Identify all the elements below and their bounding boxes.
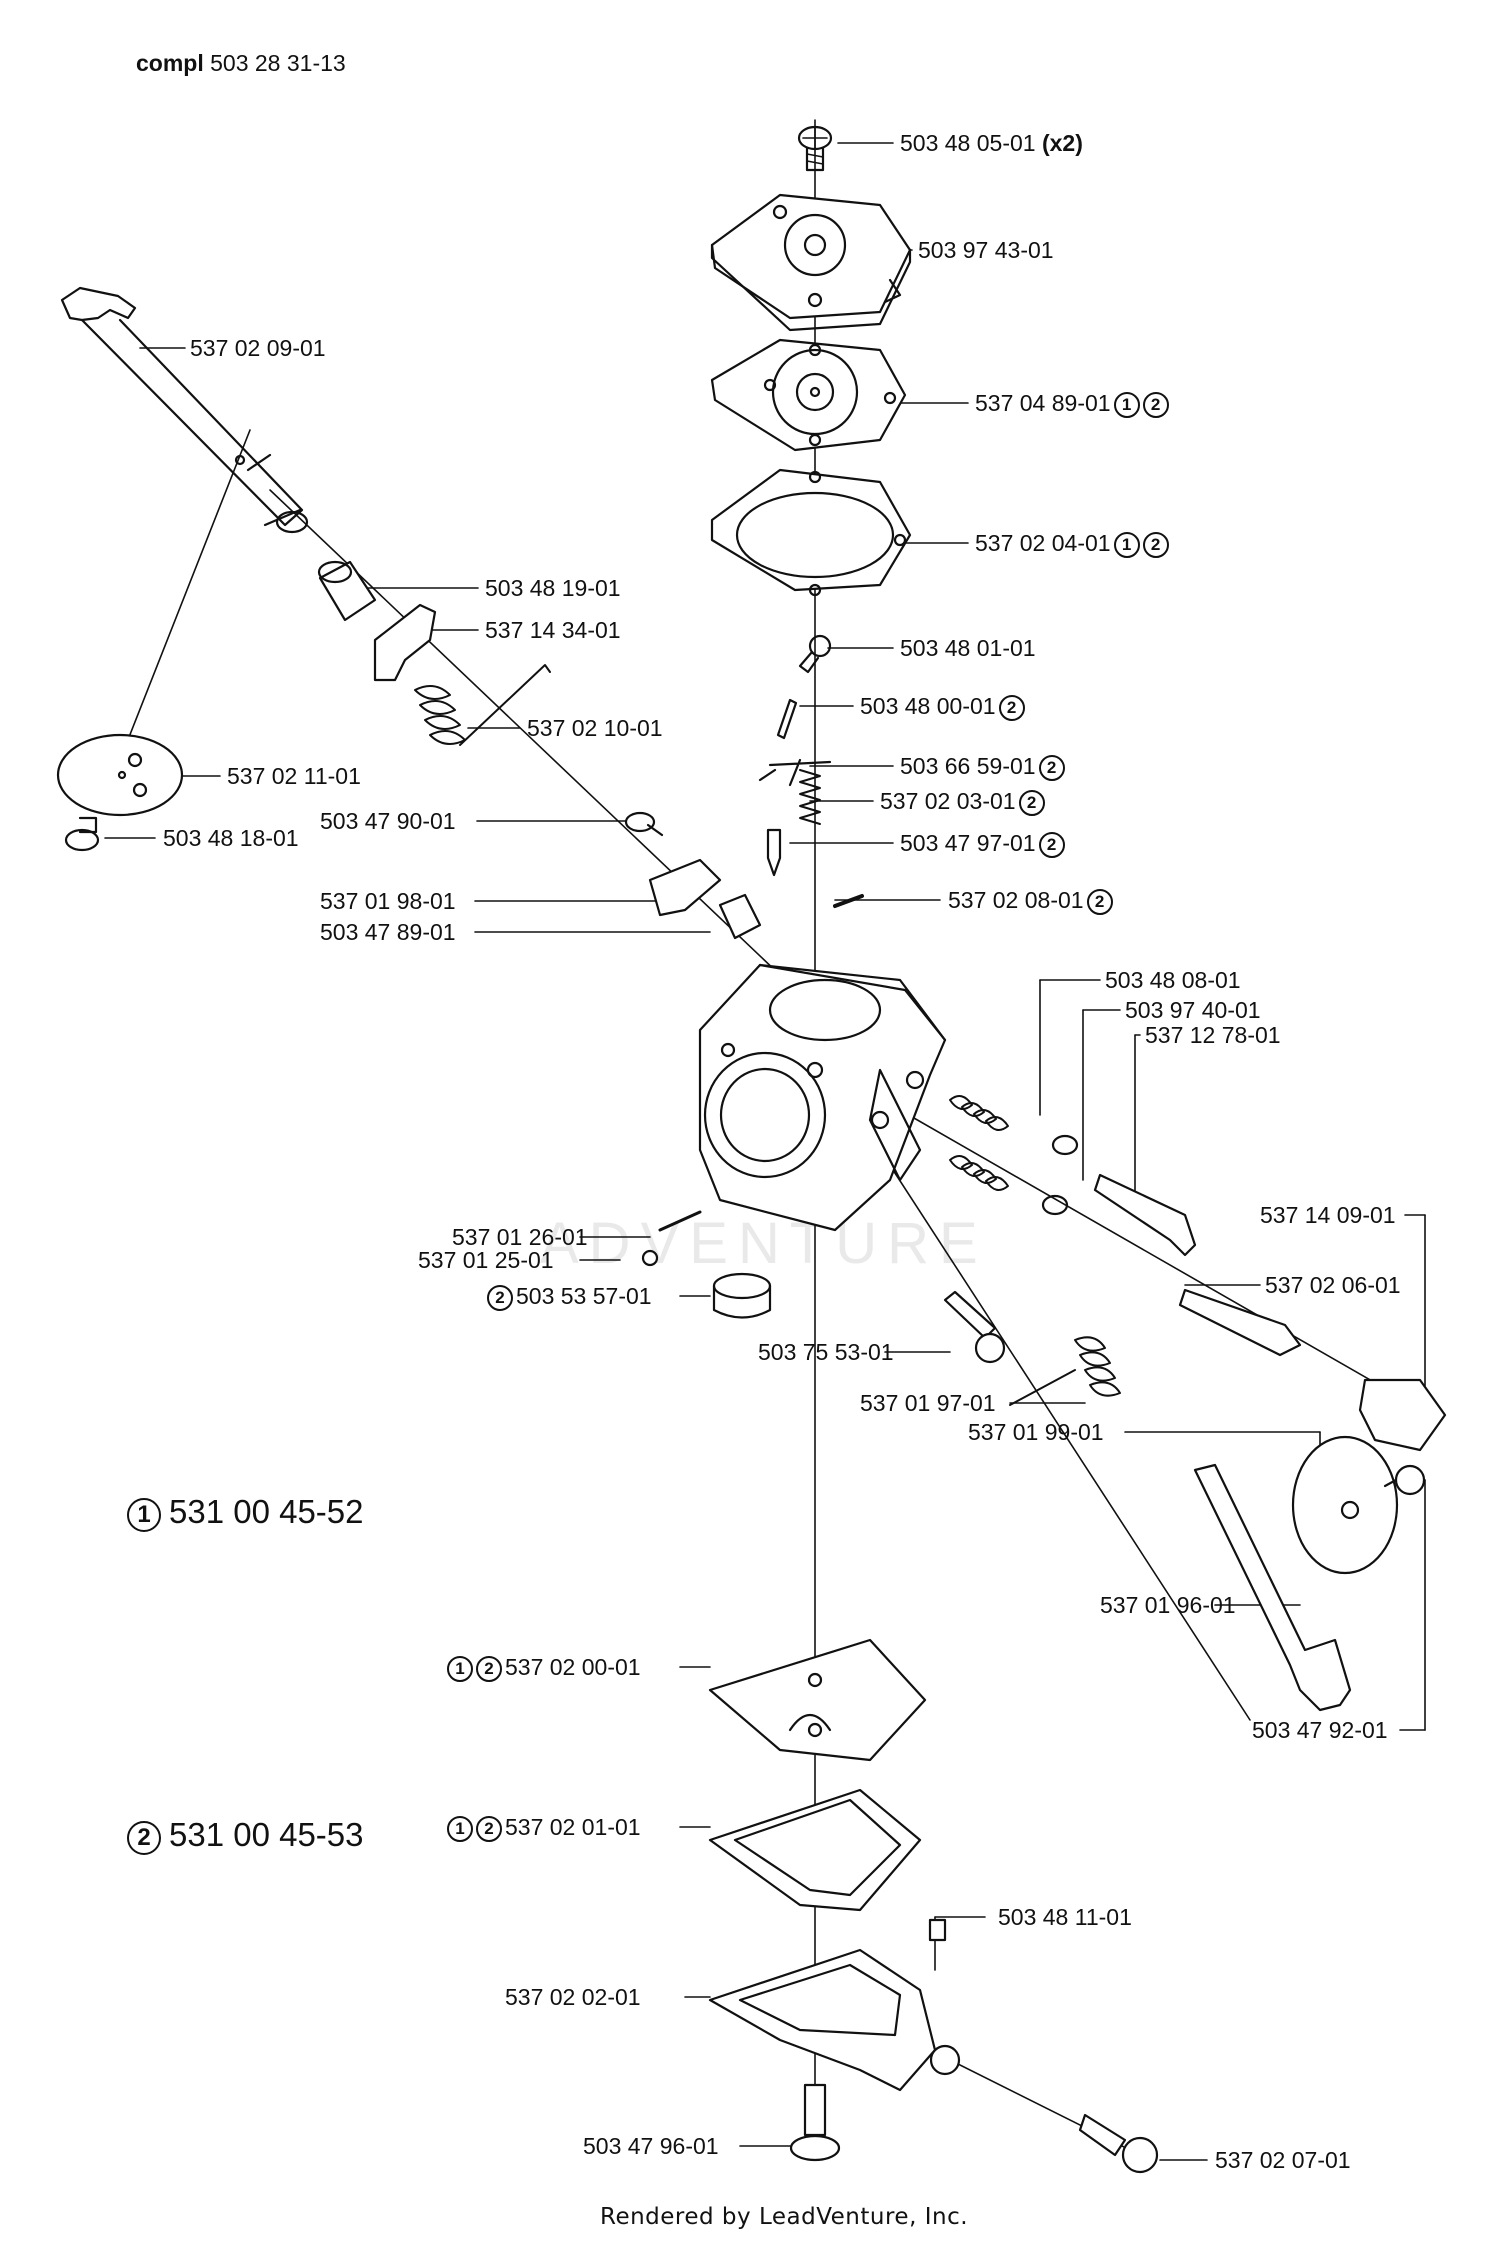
metering-cover-part [708,1948,961,2092]
watermark-text: ADVENTURE [540,1211,988,1276]
needle-axis-line [899,1109,1441,1421]
footer-credit: Rendered by LeadVenture, Inc. [600,2204,969,2230]
choke-spring-small-part [658,1210,702,1232]
part-label-537-02-09-01: 537 02 09-01 [190,335,326,361]
part-label-537-02-07-01: 537 02 07-01 [1215,2147,1351,2173]
pump-gasket-part [710,468,912,597]
part-label-503-47-89-01: 503 47 89-01 [320,919,456,945]
choke-plate-part [56,733,184,817]
throttle-plate-hole [1340,1500,1360,1520]
part-label-503-47-90-01: 503 47 90-01 [320,808,456,834]
choke-ball-part [641,1249,659,1267]
legend-kit-number: 531 00 45-53 [169,1816,364,1853]
detent-screw-part [624,811,664,837]
throttle-shaft-part [1193,1463,1352,1712]
cover-screw-bottom-part [789,2083,841,2162]
throttle-screw-part [943,1290,1006,1364]
title-label: compl [136,50,204,76]
limiter-cap-part [1358,1378,1447,1452]
throttle-axis-line [879,1149,1251,1721]
part-label-503-97-43-01: 503 97 43-01 [918,237,1054,263]
part-label-537-01-25-01: 537 01 25-01 [418,1247,554,1273]
mixture-springs-part [949,1095,1009,1191]
metering-spring-part [799,769,821,825]
cover-pin-part [928,1918,947,1942]
choke-spring-part [414,664,551,746]
legend-kit-number: 531 00 45-52 [169,1493,364,1530]
mixture-washers-part [1041,1134,1079,1216]
detent-ball-part [718,893,762,940]
title-part-number: 503 28 31-13 [210,50,346,76]
part-label-503-47-92-01: 503 47 92-01 [1252,1717,1388,1743]
metering-lever-part [758,758,832,787]
metering-diaphragm-part [708,1638,927,1762]
part-label-537-14-09-01: 537 14 09-01 [1260,1202,1396,1228]
choke-shaft-part [60,286,309,534]
cover-screw-part [797,125,833,172]
part-label-537-01-96-01: 537 01 96-01 [1100,1592,1236,1618]
part-label-537-01-99-01: 537 01 99-01 [968,1419,1104,1445]
assembly-title: compl 503 28 31-13 [136,50,346,77]
idle-screw-part [1078,2113,1159,2174]
choke-lever-part [373,603,437,682]
part-label-537-02-11-01: 537 02 11-01 [227,763,361,789]
part-label-537-14-34-01: 537 14 34-01 [485,617,621,643]
lever-screw-part [798,634,832,674]
part-label-537-12-78-01: 537 12 78-01 [1145,1022,1281,1048]
pump-diaphragm-part [710,338,907,452]
legend-marker: 2 [127,1821,161,1855]
part-label-537-01-26-01: 537 01 26-01 [452,1224,588,1250]
metering-gasket-part [708,1788,922,1912]
part-label-537-01-97-01: 537 01 97-01 [860,1390,996,1416]
part-label-503-48-11-01: 503 48 11-01 [998,1904,1132,1930]
part-label-537-02-02-01: 537 02 02-01 [505,1984,641,2010]
lever-pin-part [776,698,798,740]
part-label-537-01-98-01: 537 01 98-01 [320,888,456,914]
inlet-needle-part [766,828,782,877]
pump-cover-part [710,193,912,332]
part-label-503-48-05-01: 503 48 05-01 (x2) [900,130,1083,156]
throttle-spring-part [1009,1336,1121,1406]
part-label-503-48-08-01: 503 48 08-01 [1105,967,1241,993]
part-label-503-75-53-01: 503 75 53-01 [758,1339,894,1365]
plate-screw-part [64,816,100,852]
small-pin-part [833,894,864,908]
part-label-503-48-18-01: 503 48 18-01 [163,825,299,851]
part-label-503-47-96-01: 503 47 96-01 [583,2133,719,2159]
mixture-needles-part [1093,1173,1302,1357]
legend-marker: 1 [127,1498,161,1532]
part-label-503-97-40-01: 503 97 40-01 [1125,997,1261,1023]
carburetor-body-part [698,963,947,1232]
choke-bushing-part [317,560,377,622]
throttle-plate-screw-part [1383,1464,1426,1496]
fuel-filter-part [712,1272,772,1319]
part-label-537-02-06-01: 537 02 06-01 [1265,1272,1401,1298]
detent-part [648,858,722,917]
part-label-503-48-19-01: 503 48 19-01 [485,575,621,601]
part-label-537-02-10-01: 537 02 10-01 [527,715,663,741]
part-label-503-48-01-01: 503 48 01-01 [900,635,1036,661]
plate-axis-line [119,429,251,761]
